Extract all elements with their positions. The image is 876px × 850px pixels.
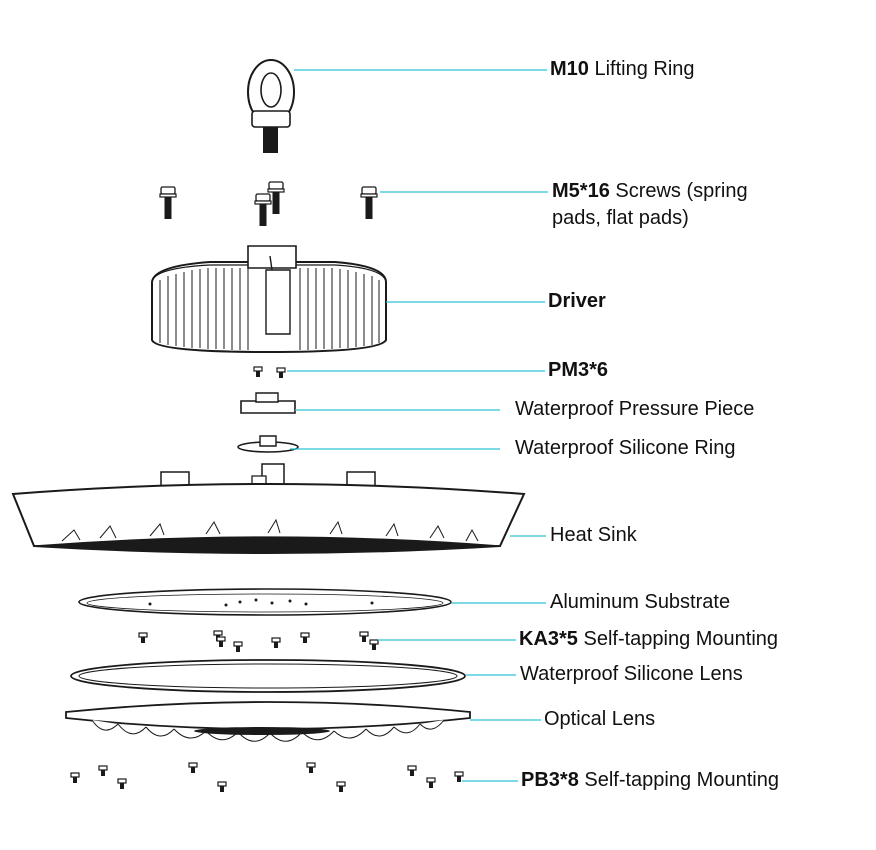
label-optical-lens-text: Optical Lens (544, 708, 656, 730)
label-ka-screws-text: Self-tapping Mounting (577, 628, 779, 650)
aluminum-substrate-part (79, 589, 451, 615)
label-heat-sink: Heat Sink (550, 523, 637, 548)
label-pb-screws-bold: PB3*8 (521, 769, 579, 791)
pb-screws-part (70, 762, 464, 793)
label-lifting-ring-text: Lifting Ring (588, 58, 695, 80)
pressure-piece-part (241, 393, 295, 413)
label-heat-sink-text: Heat Sink (550, 524, 637, 546)
label-driver: Driver (548, 289, 606, 314)
driver-part (152, 246, 386, 352)
label-pressure-piece-text: Waterproof Pressure Piece (515, 398, 755, 420)
leader-lines (287, 69, 548, 782)
label-silicone-ring-text: Waterproof Silicone Ring (515, 437, 736, 459)
label-ka-screws-bold: KA3*5 (519, 628, 578, 650)
silicone-ring-part (238, 436, 298, 452)
label-pm-screws: PM3*6 (548, 358, 608, 383)
label-silicone-lens: Waterproof Silicone Lens (520, 662, 743, 687)
label-driver-bold: Driver (548, 290, 606, 312)
label-screws-line2: pads, flat pads) (552, 206, 689, 231)
label-screws-text: Screws (spring (609, 180, 748, 202)
label-pm-screws-bold: PM3*6 (548, 359, 609, 381)
label-substrate: Aluminum Substrate (550, 590, 730, 615)
lifting-ring-part (248, 60, 294, 153)
label-silicone-ring: Waterproof Silicone Ring (515, 436, 735, 461)
label-screws-text2: pads, flat pads) (552, 207, 689, 229)
label-pressure-piece: Waterproof Pressure Piece (515, 397, 754, 422)
m5-screws-part (159, 181, 378, 227)
label-substrate-text: Aluminum Substrate (550, 591, 731, 613)
label-optical-lens: Optical Lens (544, 707, 655, 732)
ka-screws-part (138, 630, 379, 653)
label-ka-screws: KA3*5 Self-tapping Mounting (519, 627, 778, 652)
label-silicone-lens-text: Waterproof Silicone Lens (520, 663, 743, 685)
label-screws: M5*16 Screws (spring (552, 179, 748, 204)
label-screws-bold: M5*16 (552, 180, 610, 202)
heat-sink-part (13, 464, 524, 553)
label-pb-screws-text: Self-tapping Mounting (578, 769, 779, 791)
label-lifting-ring-bold: M10 (550, 58, 589, 80)
label-lifting-ring: M10 Lifting Ring (550, 57, 695, 82)
pm-screws-part (253, 366, 286, 379)
optical-lens-part (66, 702, 470, 741)
silicone-lens-part (71, 660, 465, 692)
label-pb-screws: PB3*8 Self-tapping Mounting (521, 768, 779, 793)
